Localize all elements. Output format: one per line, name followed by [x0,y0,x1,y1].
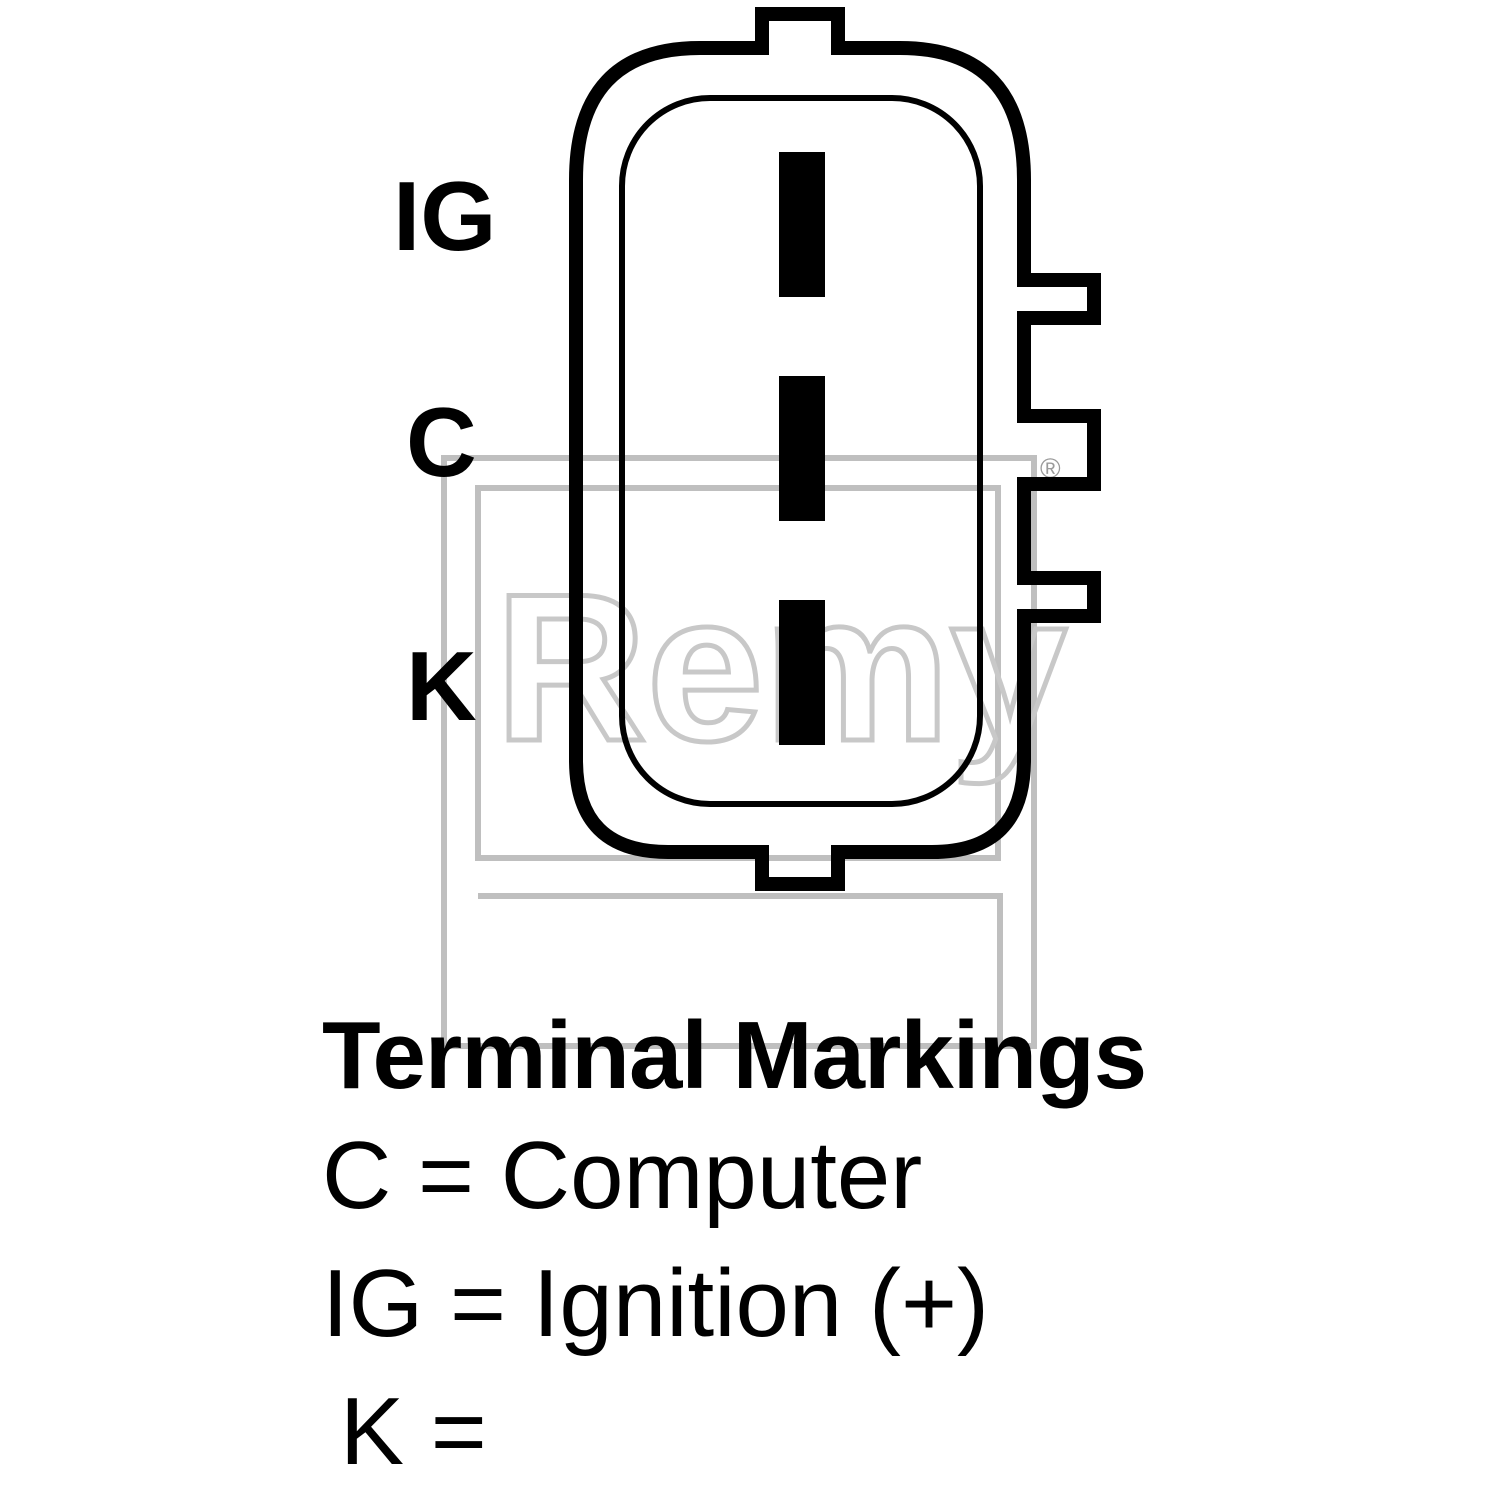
pin-c [779,376,825,521]
legend-title: Terminal Markings [322,1002,1147,1109]
legend-row-k: K = [340,1378,487,1485]
connector-housing [569,7,1101,891]
legend-row-ig: IG = Ignition (+) [322,1250,989,1357]
connector-outer-shell [569,7,1101,891]
terminal-label-k: K [406,631,477,741]
watermark-registered-mark: ® [1040,453,1061,484]
legend-row-c: C = Computer [322,1122,923,1229]
terminal-pins [779,152,825,745]
terminal-label-ig: IG [393,161,496,271]
terminal-legend: Terminal Markings C = Computer IG = Igni… [322,1000,1322,1496]
watermark-frame-outer [441,455,1037,1049]
pin-ig [779,152,825,297]
watermark-frame-lower [478,893,1003,1046]
terminal-label-c: C [406,387,477,497]
connector-inner-cavity [619,95,983,807]
pin-k [779,600,825,745]
